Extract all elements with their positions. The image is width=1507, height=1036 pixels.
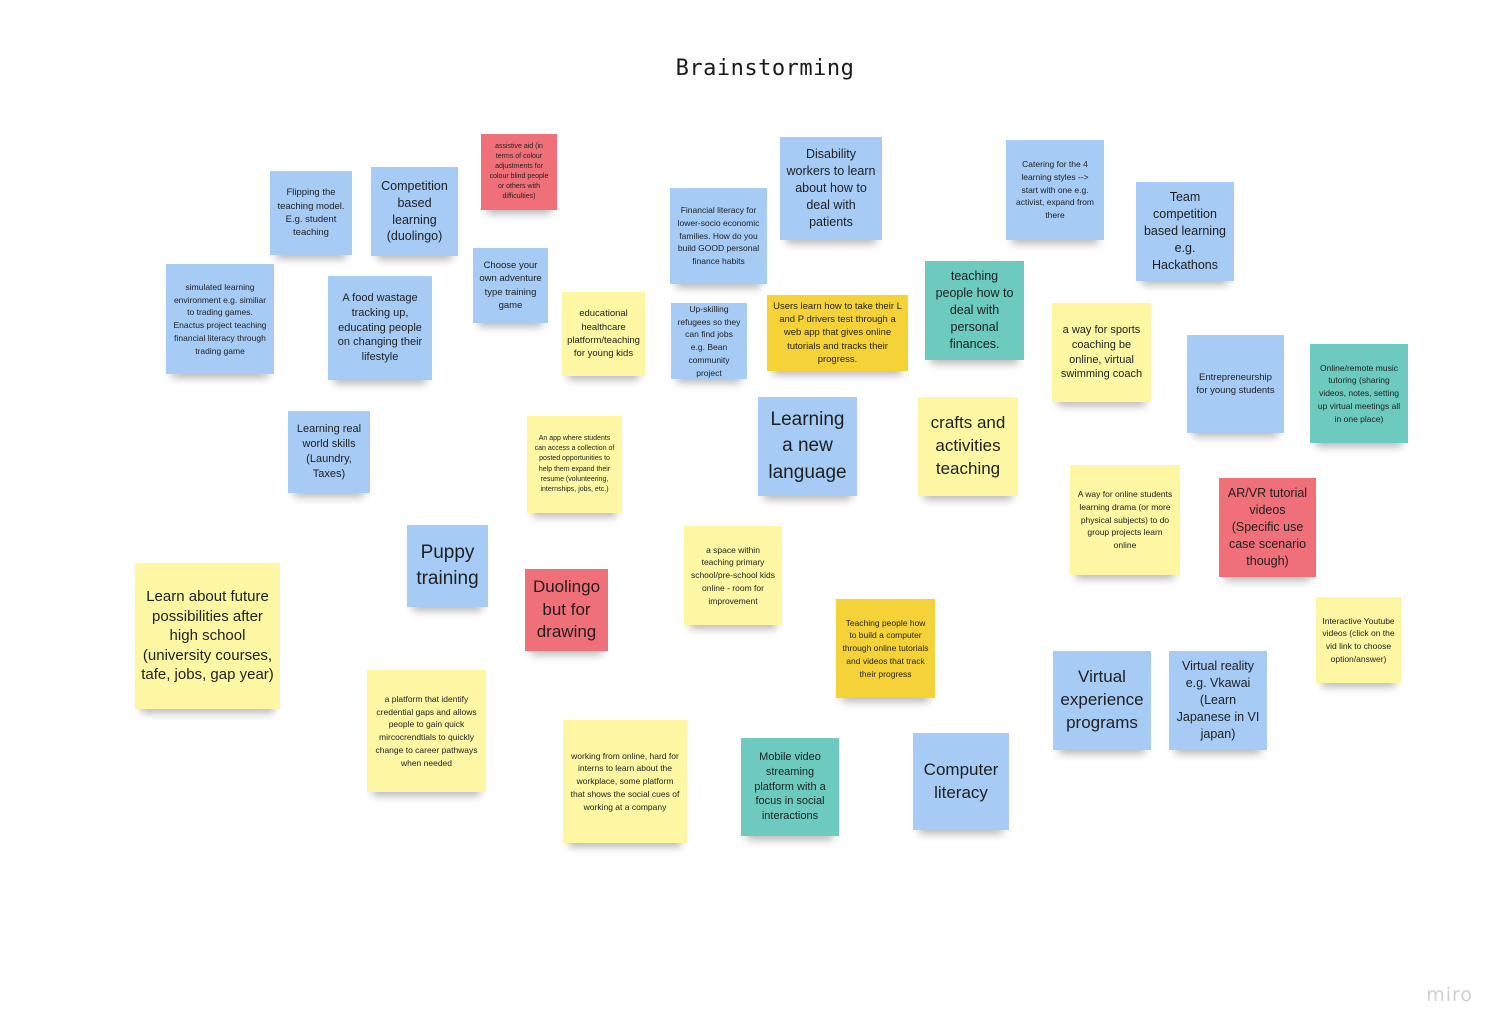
sticky-note[interactable]: a space within teaching primary school/p… xyxy=(684,526,782,625)
sticky-note[interactable]: a platform that identify credential gaps… xyxy=(367,670,486,792)
sticky-note[interactable]: simulated learning environment e.g. simi… xyxy=(166,264,274,374)
sticky-note[interactable]: working from online, hard for interns to… xyxy=(563,720,687,843)
sticky-note[interactable]: Computer literacy xyxy=(913,733,1009,830)
sticky-note[interactable]: Learning real world skills (Laundry, Tax… xyxy=(288,411,370,493)
sticky-note[interactable]: Online/remote music tutoring (sharing vi… xyxy=(1310,344,1408,443)
sticky-note[interactable]: assistive aid (in terms of colour adjust… xyxy=(481,134,557,210)
sticky-note[interactable]: Choose your own adventure type training … xyxy=(473,248,548,323)
sticky-note[interactable]: Learning a new language xyxy=(758,397,857,496)
miro-logo: miro xyxy=(1426,984,1473,1006)
sticky-note[interactable]: a way for sports coaching be online, vir… xyxy=(1052,303,1151,402)
sticky-note[interactable]: Up-skilling refugees so they can find jo… xyxy=(671,303,747,379)
sticky-note[interactable]: Virtual reality e.g. Vkawai (Learn Japan… xyxy=(1169,651,1267,750)
sticky-note[interactable]: Financial literacy for lower-socio econo… xyxy=(670,188,767,284)
sticky-note[interactable]: Duolingo but for drawing xyxy=(525,569,608,651)
sticky-note[interactable]: An app where students can access a colle… xyxy=(527,416,622,513)
sticky-note[interactable]: crafts and activities teaching xyxy=(918,397,1018,496)
sticky-note[interactable]: Competition based learning (duolingo) xyxy=(371,167,458,256)
sticky-note[interactable]: Users learn how to take their L and P dr… xyxy=(767,295,908,371)
sticky-note[interactable]: teaching people how to deal with persona… xyxy=(925,261,1024,360)
sticky-note[interactable]: Mobile video streaming platform with a f… xyxy=(741,738,839,836)
sticky-note[interactable]: educational healthcare platform/teaching… xyxy=(562,292,645,376)
sticky-note[interactable]: Catering for the 4 learning styles --> s… xyxy=(1006,140,1104,240)
sticky-note[interactable]: Disability workers to learn about how to… xyxy=(780,137,882,240)
board-title: Brainstorming xyxy=(675,56,855,81)
sticky-note[interactable]: Entrepreneurship for young students xyxy=(1187,335,1284,433)
sticky-note[interactable]: Puppy training xyxy=(407,525,488,607)
sticky-note[interactable]: A way for online students learning drama… xyxy=(1070,465,1180,575)
sticky-note[interactable]: Team competition based learning e.g. Hac… xyxy=(1136,182,1234,281)
sticky-note[interactable]: AR/VR tutorial videos (Specific use case… xyxy=(1219,478,1316,577)
sticky-note[interactable]: Interactive Youtube videos (click on the… xyxy=(1316,597,1401,683)
sticky-note[interactable]: Teaching people how to build a computer … xyxy=(836,599,935,698)
sticky-note[interactable]: Virtual experience programs xyxy=(1053,651,1151,750)
sticky-note[interactable]: A food wastage tracking up, educating pe… xyxy=(328,276,432,380)
sticky-note[interactable]: Learn about future possibilities after h… xyxy=(135,563,280,709)
sticky-note[interactable]: Flipping the teaching model. E.g. studen… xyxy=(270,171,352,255)
